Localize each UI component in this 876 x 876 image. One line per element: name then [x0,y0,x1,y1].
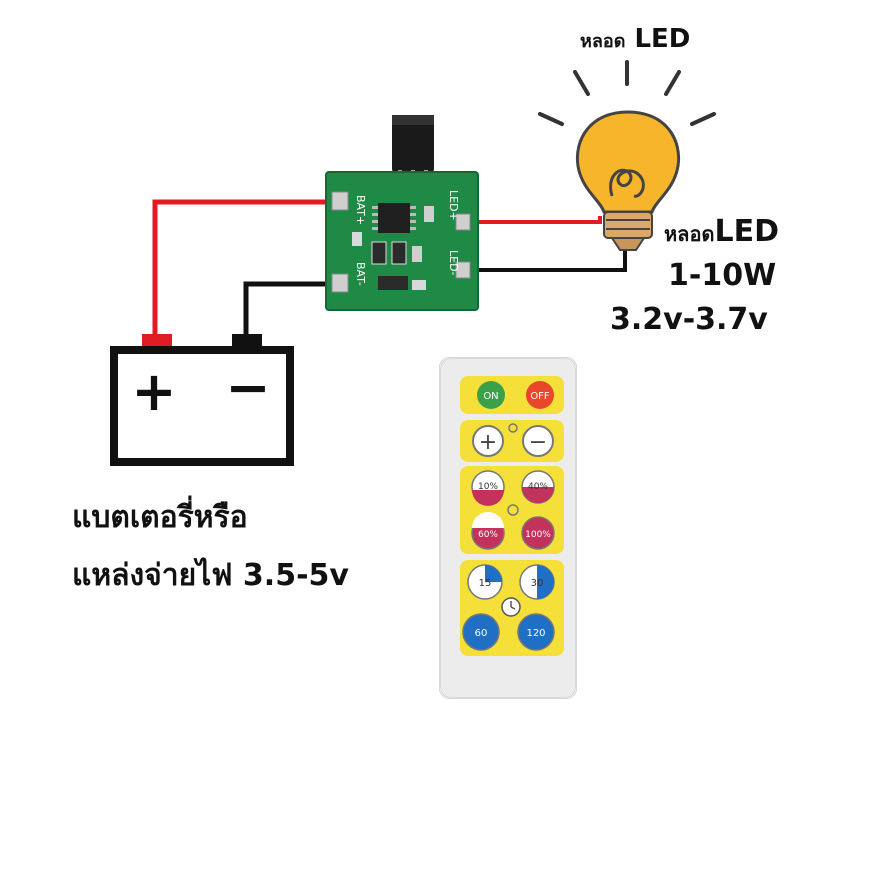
preset-100-label: 100% [525,530,551,540]
timer-120-label: 120 [526,628,545,639]
preset-40-label: 40% [528,482,548,492]
bulb-top-label: หลอด LED [580,24,690,55]
on-button-label: ON [483,391,498,402]
board-label-bat-plus: BAT+ [354,195,367,225]
sun-icon [508,423,518,433]
bulb-side-label: หลอดLED [664,214,779,250]
bulb-side-prefix: หลอด [664,222,715,246]
brightness-down-label: − [529,430,547,455]
battery-label-line2: แหล่งจ่ายไฟ 3.5-5v [72,558,349,593]
wattage-label: 1-10W [668,258,777,293]
board-label-bat-minus: BAT- [354,262,367,286]
preset-40-button[interactable] [521,470,555,504]
wires [152,199,627,340]
ic-chip [378,203,410,233]
preset-10-button[interactable] [471,470,505,506]
voltage-label: 3.2v-3.7v [610,302,768,337]
timer-30-button[interactable] [519,564,555,600]
bulb-icon [538,60,716,251]
off-button[interactable] [526,381,554,409]
on-button[interactable] [477,381,505,409]
timer-120-button[interactable] [517,613,555,651]
off-button-label: OFF [530,391,550,402]
bulb-side-main: LED [714,214,779,249]
preset-10-label: 10% [478,482,498,492]
bat-plus-pad [331,191,349,211]
battery-label-line1: แบตเตอรี่หรือ [72,500,248,535]
preset-100-button[interactable] [521,516,555,550]
bat-minus-pad [331,273,349,293]
remote-control: ON OFF + − 10% 40% 60% 100% [439,357,577,699]
brightness-down-button[interactable] [522,425,554,457]
board-label-led-minus: LED- [447,250,460,276]
bulb-top-prefix: หลอด [580,31,626,52]
timer-60-label: 60 [475,628,488,639]
clock-icon [501,597,521,617]
battery-negative-wire [243,281,340,340]
battery-positive-wire [152,199,340,340]
led-negative-wire [466,248,627,272]
preset-60-label: 60% [478,530,498,540]
timer-15-button[interactable] [467,564,503,600]
led-minus-pad [455,261,471,279]
battery-minus-symbol: − [225,356,270,419]
pcb-board: BAT+ BAT- LED+ LED- [325,171,479,311]
preset-60-button[interactable] [471,512,505,550]
timer-15-label: 15 [479,578,492,589]
bulb-top-main: LED [634,24,691,54]
sun-icon-2 [507,504,519,516]
timer-60-button[interactable] [462,613,500,651]
battery-icon: + − [110,334,294,466]
brightness-up-label: + [479,430,497,455]
timer-30-label: 30 [531,578,544,589]
led-positive-wire [466,216,602,224]
battery-plus-symbol: + [131,360,176,423]
board-label-led-plus: LED+ [447,190,460,221]
brightness-up-button[interactable] [472,425,504,457]
led-plus-pad [455,213,471,231]
